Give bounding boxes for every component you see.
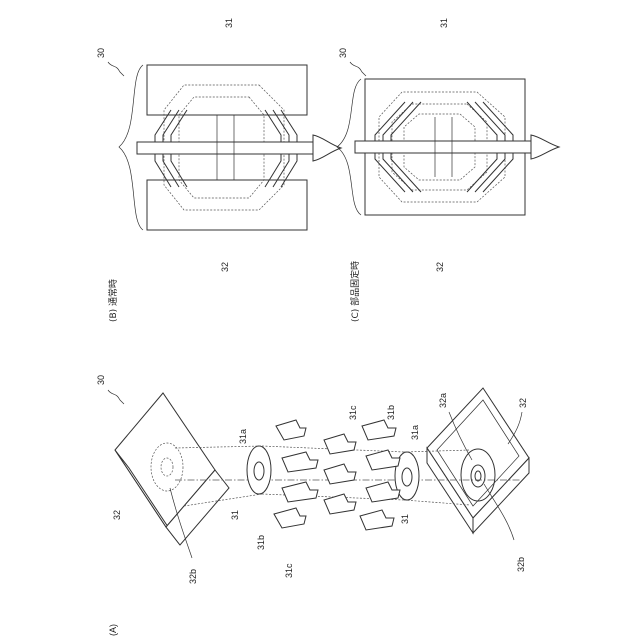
tip-31 (531, 135, 559, 159)
panel-b-label: (B) 通常時 (107, 279, 119, 322)
centre-shaft (355, 141, 531, 153)
block-32-right (147, 180, 307, 230)
finger-5 (324, 434, 356, 454)
centre-shaft (137, 142, 313, 154)
label-32-a-top: 32 (112, 510, 122, 520)
finger-10 (366, 482, 400, 502)
label-32a-a: 32a (438, 393, 448, 408)
label-31a-a-right: 31a (410, 425, 420, 440)
finger-8 (362, 420, 396, 440)
label-31c-a-left: 31c (284, 563, 294, 578)
finger-2 (282, 452, 318, 472)
label-32-a-tray: 32 (518, 398, 528, 408)
finger-1 (276, 420, 306, 440)
label-31-a-left: 31 (230, 510, 240, 520)
finger-11 (360, 510, 394, 530)
label-31a-a-left: 31a (238, 429, 248, 444)
panel-a-label: (A) (108, 624, 118, 636)
finger-6 (324, 464, 356, 484)
panel-b-normal-state (119, 65, 341, 230)
label-30-b: 30 (96, 48, 106, 58)
label-31b-a-left: 31b (256, 535, 266, 550)
label-32b-a-top: 32b (188, 569, 198, 584)
finger-3 (282, 482, 318, 502)
panel-a-exploded (115, 388, 529, 545)
block-32-left (147, 65, 307, 115)
panel-c-fixed-state (337, 79, 559, 215)
label-31-c: 31 (439, 18, 449, 28)
label-30-a: 30 (96, 375, 106, 385)
panel-c-label: (C) 部品固定時 (349, 261, 361, 322)
label-32b-a-tray: 32b (516, 557, 526, 572)
tip-31 (313, 135, 341, 161)
label-31-a-right: 31 (400, 514, 410, 524)
finger-9 (366, 450, 400, 470)
label-32-c: 32 (435, 262, 445, 272)
clip-31-end-left (247, 446, 271, 494)
label-31c-a-right: 31c (348, 405, 358, 420)
label-30-c: 30 (338, 48, 348, 58)
label-32-b: 32 (220, 262, 230, 272)
label-31b-a-right: 31b (386, 405, 396, 420)
label-31-b: 31 (224, 18, 234, 28)
finger-4 (274, 508, 306, 528)
